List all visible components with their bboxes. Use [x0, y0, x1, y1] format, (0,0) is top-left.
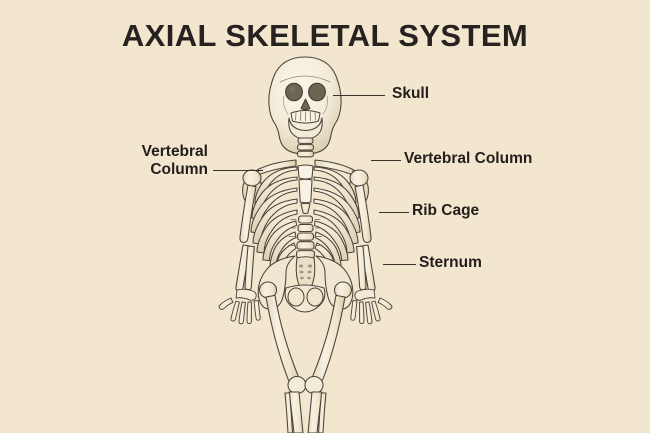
- leader-line-skull: [333, 95, 385, 96]
- vertebral-column: [288, 215, 323, 259]
- hand-right: [350, 288, 393, 325]
- leg-right: [304, 281, 353, 433]
- leader-line-sternum: [383, 264, 416, 265]
- label-vertebral-column-left-line1: Vertebral: [141, 143, 208, 160]
- leg-left: [258, 281, 307, 433]
- label-vertebral-column-left: Vertebral Column: [142, 143, 208, 180]
- clavicle-scapula-group: [242, 159, 369, 210]
- label-vertebral-column-left-line2: Column: [150, 161, 208, 179]
- label-skull: Skull: [392, 85, 430, 102]
- label-vertebral-column-right: Vertebral Column: [404, 150, 533, 167]
- pelvis-group: [257, 255, 354, 313]
- cervical-vertebrae: [296, 137, 315, 158]
- leader-line-rib-cage: [379, 212, 409, 213]
- page-title: AXIAL SKELETAL SYSTEM: [121, 18, 529, 53]
- leader-line-vertebral-left: [213, 170, 263, 171]
- leader-line-vertebral-right: [371, 160, 401, 161]
- hand-left: [218, 288, 261, 325]
- arm-right: [354, 184, 376, 292]
- label-rib-cage: Rib Cage: [412, 202, 480, 219]
- label-sternum: Sternum: [419, 254, 482, 271]
- sternum: [297, 164, 314, 215]
